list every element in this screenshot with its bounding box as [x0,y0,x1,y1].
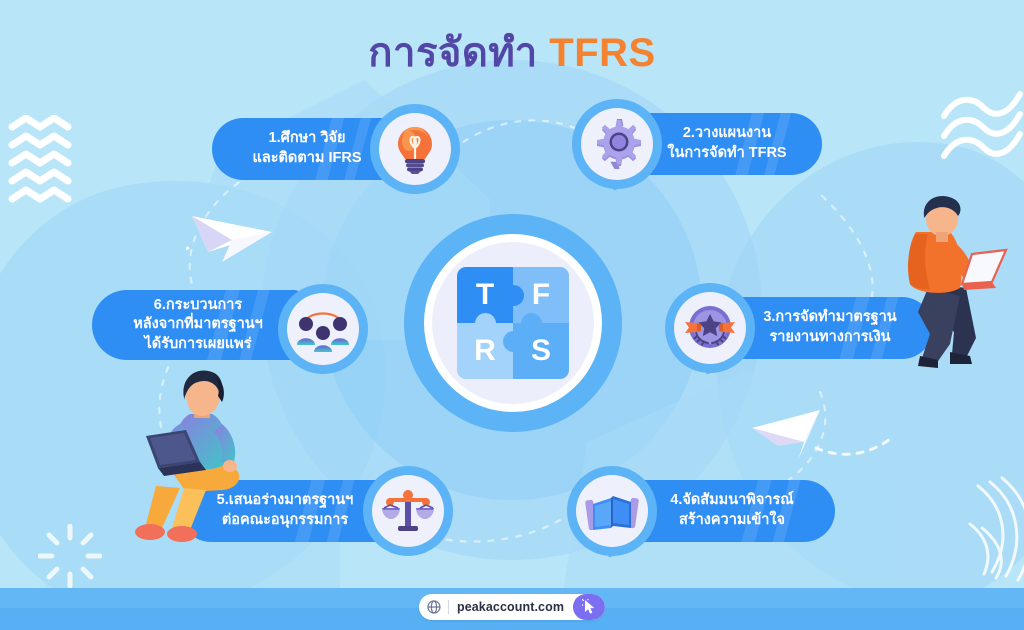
page-title: การจัดทำ TFRS [0,20,1024,84]
starburst-decoration [38,524,102,588]
puzzle-piece-s: S [513,323,569,379]
footer-divider [447,600,449,614]
step-2-badge[interactable] [572,99,662,191]
paper-plane-icon [186,216,272,262]
step-4-pill[interactable]: 4.จัดสัมมนาพิจารณ์ สร้างความเข้าใจ [629,480,835,542]
step-6-pill[interactable]: 6.กระบวนการ หลังจากที่มาตรฐานฯ ได้รับการ… [92,290,304,360]
step-3-pill[interactable]: 3.การจัดทำมาตรฐาน รายงานทางการเงิน [727,297,933,359]
step-1-badge[interactable] [370,104,460,196]
puzzle-knob [503,331,524,352]
step-3-line1: 3.การจัดทำมาตรฐาน [763,309,897,326]
step-5-badge[interactable] [363,466,453,558]
scales-balance-icon [382,490,434,531]
badge-inner [581,108,653,180]
gear-icon [597,119,641,169]
step-6-line3: ได้รับการเผยแพร่ [144,335,252,352]
open-book-icon [585,496,639,531]
badge-outer [278,284,368,374]
step-2-line2: ในการจัดทำ TFRS [667,145,787,161]
step-5-line1: 5.เสนอร่างมาตรฐานฯ [216,492,354,509]
paper-plane-icon [752,410,896,460]
step-item-2[interactable]: 2.วางแผนงาน ในการจัดทำ TFRS [570,99,822,191]
badge-inner [576,475,648,547]
award-badge-icon [685,306,735,348]
badge-inner [674,292,746,364]
footer-url-badge[interactable]: peakaccount.com [418,594,606,620]
step-item-4[interactable]: 4.จัดสัมมนาพิจารณ์ สร้างความเข้าใจ [567,466,835,558]
step-4-line1: 4.จัดสัมมนาพิจารณ์ [670,492,794,509]
puzzle-grid: T F R S [457,267,569,379]
step-6-badge[interactable] [278,284,368,376]
puzzle-knob [475,313,496,334]
badge-inner [372,475,444,547]
badge-inner [287,293,359,365]
badge-outer [567,466,657,556]
step-6-line2: หลังจากที่มาตรฐานฯ [133,316,263,333]
badge-outer [363,466,453,556]
step-item-3[interactable]: 3.การจัดทำมาตรฐาน รายงานทางการเงิน [665,283,933,375]
step-4-line2: สร้างความเข้าใจ [679,512,785,528]
step-6-line1: 6.กระบวนการ [153,296,243,313]
emblem-white-ring: T F R S [424,234,602,412]
step-4-badge[interactable] [567,466,657,558]
arc-lines-decoration [968,476,1024,582]
tfrs-puzzle-emblem: T F R S [404,214,622,432]
puzzle-knob [503,285,524,306]
step-5-line2: ต่อคณะอนุกรรมการ [221,512,349,528]
step-3-line2: รายงานทางการเงิน [769,329,891,345]
people-group-icon [297,312,349,352]
step-item-6[interactable]: 6.กระบวนการ หลังจากที่มาตรฐานฯ ได้รับการ… [92,284,370,376]
badge-outer [572,99,662,189]
badge-outer [665,283,755,373]
badge-inner [379,113,451,185]
step-2-pill[interactable]: 2.วางแผนงาน ในการจัดทำ TFRS [632,113,822,175]
step-1-line2: และติดตาม IFRS [252,150,362,166]
step-1-line1: 1.ศึกษา วิจัย [268,130,346,147]
step-5-pill[interactable]: 5.เสนอร่างมาตรฐานฯ ต่อคณะอนุกรรมการ [180,480,390,542]
step-item-1[interactable]: 1.ศึกษา วิจัย และติดตาม IFRS [212,104,462,196]
step-2-line1: 2.วางแผนงาน [682,125,772,142]
footer-url-text: peakaccount.com [456,600,565,614]
zigzag-waves-decoration [8,115,72,203]
step-item-5[interactable]: 5.เสนอร่างมาตรฐานฯ ต่อคณะอนุกรรมการ [180,466,455,558]
page-title-accent: TFRS [549,31,656,75]
page-title-thai: การจัดทำ [368,31,538,75]
badge-outer [370,104,460,194]
puzzle-knob [521,313,542,334]
emblem-inner-disc: T F R S [432,242,594,404]
lightbulb-icon [398,127,432,174]
step-3-badge[interactable] [665,283,755,375]
globe-icon [427,600,441,614]
cursor-click-icon[interactable] [573,594,606,620]
background-swoop-left [0,139,431,630]
step-1-pill[interactable]: 1.ศึกษา วิจัย และติดตาม IFRS [212,118,402,180]
